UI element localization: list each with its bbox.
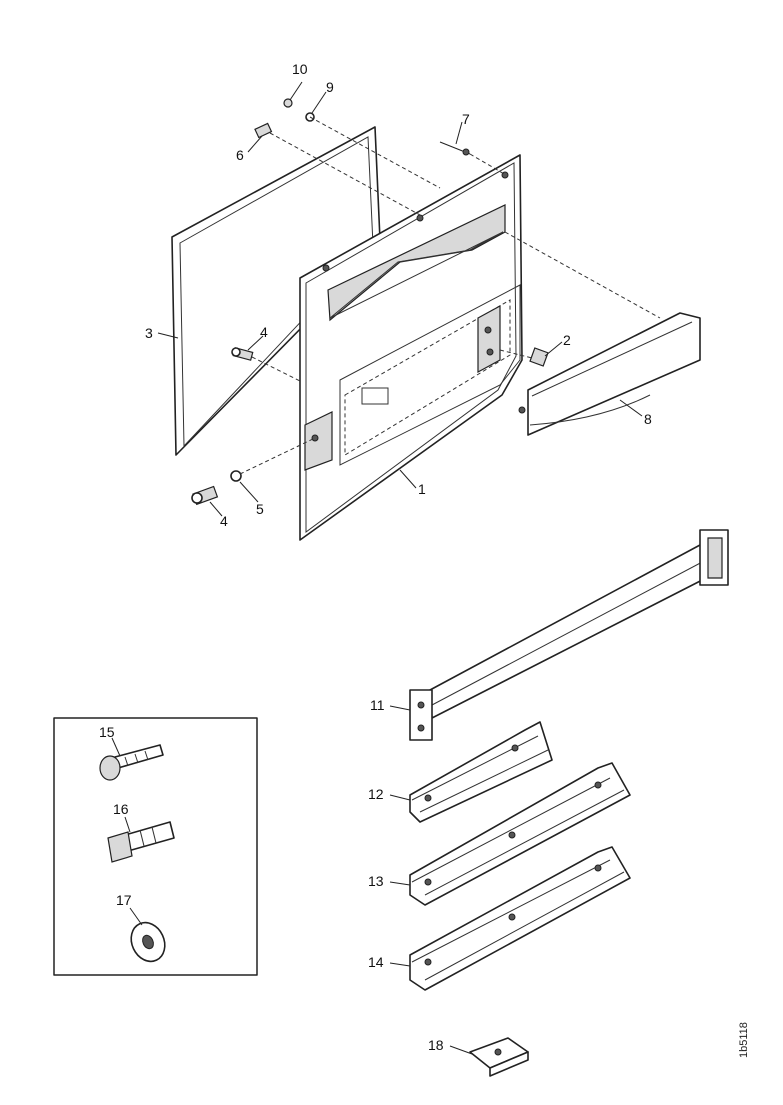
callout-4-upper: 4 bbox=[260, 324, 268, 340]
figure-code: 1b5118 bbox=[738, 1022, 750, 1058]
part-16-bolt bbox=[107, 821, 175, 863]
callout-14: 14 bbox=[368, 954, 384, 970]
callout-9: 9 bbox=[326, 79, 334, 95]
part-15-screw bbox=[99, 744, 164, 781]
callout-3: 3 bbox=[145, 325, 153, 341]
callout-1: 1 bbox=[418, 481, 426, 497]
callout-5: 5 bbox=[256, 501, 264, 517]
callout-2: 2 bbox=[563, 332, 571, 348]
callout-8: 8 bbox=[644, 411, 652, 427]
callout-7: 7 bbox=[462, 111, 470, 127]
part-18-clip bbox=[469, 1037, 529, 1077]
callout-15: 15 bbox=[99, 724, 115, 740]
callout-4-lower: 4 bbox=[220, 513, 228, 529]
part-14-bracket bbox=[409, 846, 631, 991]
assembly-lines bbox=[239, 116, 661, 475]
leader-lines bbox=[111, 81, 643, 1055]
callout-13: 13 bbox=[368, 873, 384, 889]
callout-12: 12 bbox=[368, 786, 384, 802]
callout-10: 10 bbox=[292, 61, 308, 77]
part-13-bracket bbox=[409, 762, 631, 906]
callout-16: 16 bbox=[113, 801, 129, 817]
part-1-door-panel bbox=[299, 154, 523, 541]
inset-fastener-box bbox=[53, 717, 258, 976]
callout-11: 11 bbox=[370, 697, 385, 713]
callout-17: 17 bbox=[116, 892, 132, 908]
part-8-handle-trim bbox=[518, 312, 701, 436]
callout-6-top: 6 bbox=[236, 147, 244, 163]
part-11-rail bbox=[409, 529, 729, 741]
part-12-bracket bbox=[409, 721, 553, 823]
callout-18: 18 bbox=[428, 1037, 444, 1053]
fasteners bbox=[191, 98, 549, 506]
part-17-washer bbox=[130, 921, 166, 963]
